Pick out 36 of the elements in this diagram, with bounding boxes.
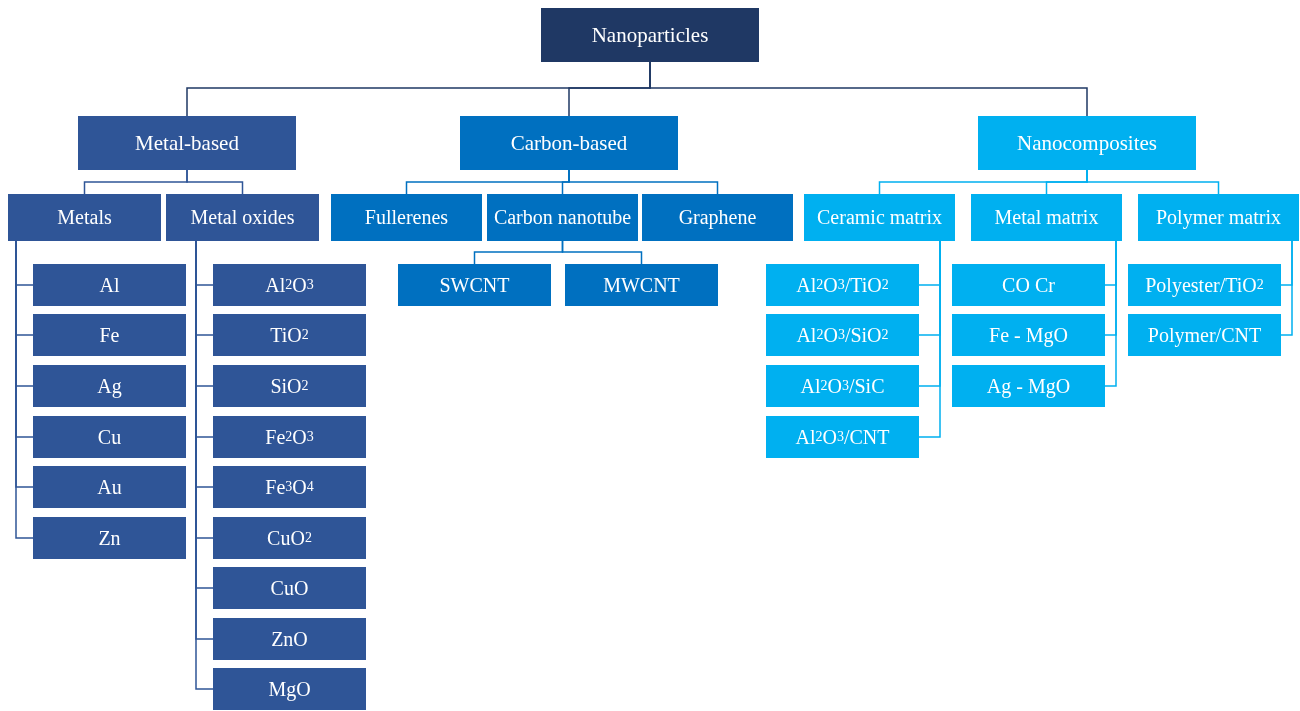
category-box: MWCNT [565, 264, 718, 306]
category-box: Fe - MgO [952, 314, 1105, 356]
category-box: Metal-based [78, 116, 296, 170]
category-box: Fe [33, 314, 186, 356]
category-box: Nanoparticles [541, 8, 759, 62]
category-box: Metal oxides [166, 194, 319, 241]
category-box: Polymer matrix [1138, 194, 1299, 241]
category-box: Al [33, 264, 186, 306]
category-box: SWCNT [398, 264, 551, 306]
category-box: Fullerenes [331, 194, 482, 241]
category-box: CO Cr [952, 264, 1105, 306]
category-box: Zn [33, 517, 186, 559]
category-box: Cu [33, 416, 186, 458]
connector-line [1086, 169, 1220, 195]
category-box: Ag - MgO [952, 365, 1105, 407]
connector-line [649, 61, 1088, 117]
connector-line [1104, 240, 1117, 387]
category-box: Nanocomposites [978, 116, 1196, 170]
category-box: Ag [33, 365, 186, 407]
category-box: Carbon-based [460, 116, 678, 170]
connector-line [186, 169, 244, 195]
category-box: Metals [8, 194, 161, 241]
connector-line [568, 169, 719, 195]
connector-line [1280, 240, 1293, 336]
category-box: Au [33, 466, 186, 508]
connector-line [561, 240, 643, 265]
connector-line [15, 240, 34, 539]
category-box: Ceramic matrix [804, 194, 955, 241]
category-box: Graphene [642, 194, 793, 241]
category-box: MgO [213, 668, 366, 710]
connector-line [918, 240, 941, 438]
category-box: CuO [213, 567, 366, 609]
category-box: Polymer/CNT [1128, 314, 1281, 356]
category-box: ZnO [213, 618, 366, 660]
category-box: Metal matrix [971, 194, 1122, 241]
category-box: Carbon nanotube [487, 194, 638, 241]
